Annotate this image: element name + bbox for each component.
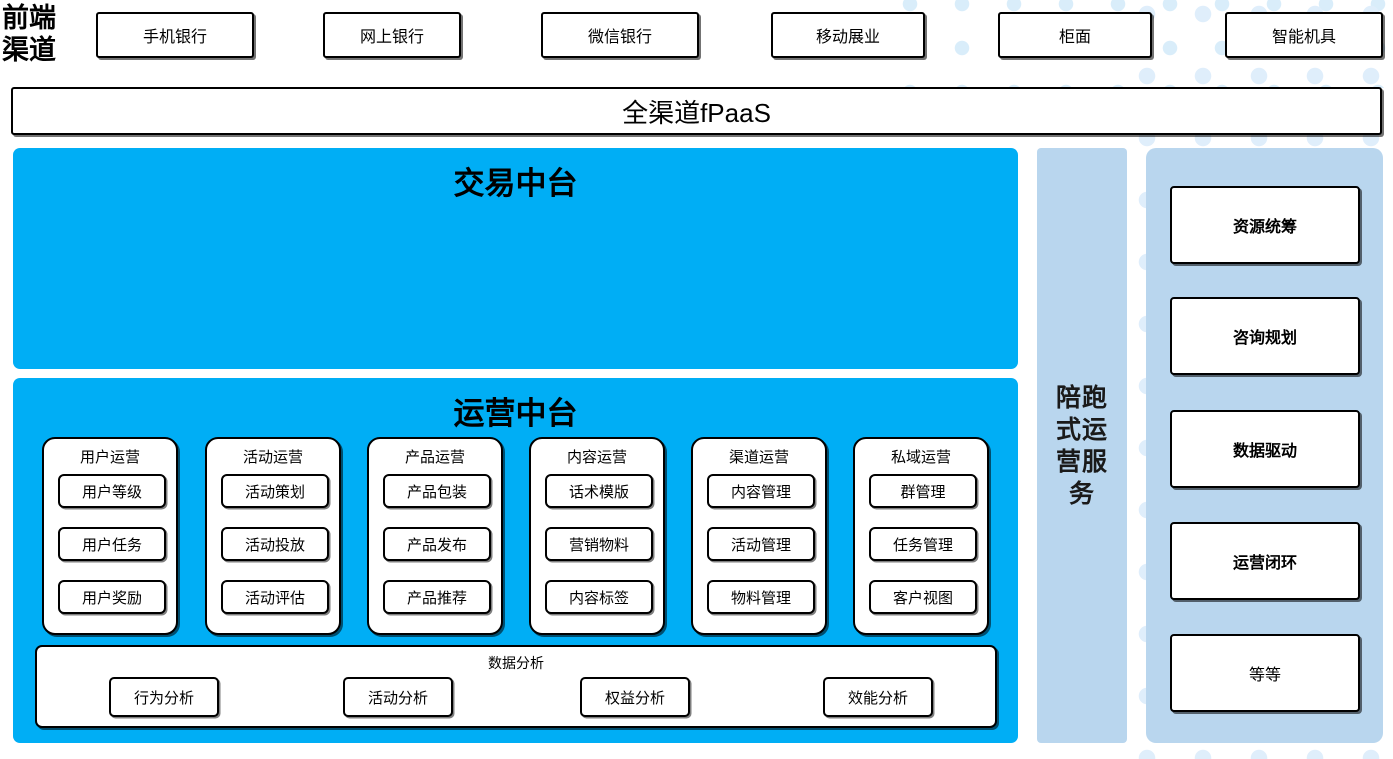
ops-column-5: 私域运营群管理任务管理客户视图 (853, 437, 989, 635)
companion-service-label: 陪跑式运营服务 (1055, 383, 1108, 508)
ops-column-title-2: 产品运营 (404, 449, 465, 466)
ops-column-title-5: 私域运营 (890, 449, 951, 466)
ops-column-4: 渠道运营内容管理活动管理物料管理 (691, 437, 827, 635)
fpaas-bar: 全渠道fPaaS (11, 87, 1382, 135)
data-analysis-container: 数据分析 行为分析 活动分析 权益分析 效能分析 (35, 645, 997, 728)
ops-item-5-0[interactable]: 群管理 (869, 474, 977, 508)
data-analysis-title: 数据分析 (488, 655, 544, 671)
data-analysis-item-3[interactable]: 效能分析 (823, 677, 933, 717)
ops-column-title-1: 活动运营 (242, 449, 303, 466)
channel-box-5[interactable]: 智能机具 (1225, 12, 1383, 58)
service-item-3[interactable]: 运营闭环 (1170, 522, 1360, 600)
ops-item-2-1[interactable]: 产品发布 (383, 527, 491, 561)
ops-item-2-0[interactable]: 产品包装 (383, 474, 491, 508)
channel-box-4[interactable]: 柜面 (998, 12, 1152, 58)
ops-item-3-1[interactable]: 营销物料 (545, 527, 653, 561)
ops-item-0-0[interactable]: 用户等级 (58, 474, 166, 508)
ops-item-5-2[interactable]: 客户视图 (869, 580, 977, 614)
ops-item-0-1[interactable]: 用户任务 (58, 527, 166, 561)
ops-item-3-2[interactable]: 内容标签 (545, 580, 653, 614)
ops-column-3: 内容运营话术模版营销物料内容标签 (529, 437, 665, 635)
ops-item-3-0[interactable]: 话术模版 (545, 474, 653, 508)
trade-center-panel: 交易中台 (13, 148, 1018, 369)
services-panel: 资源统筹咨询规划数据驱动运营闭环等等 (1146, 148, 1383, 743)
frontend-channel-label-line1: 前端 (2, 3, 56, 33)
ops-column-0: 用户运营用户等级用户任务用户奖励 (42, 437, 178, 635)
data-analysis-item-2[interactable]: 权益分析 (580, 677, 690, 717)
companion-service-panel: 陪跑式运营服务 (1037, 148, 1127, 743)
ops-item-0-2[interactable]: 用户奖励 (58, 580, 166, 614)
channel-box-1[interactable]: 网上银行 (323, 12, 461, 58)
trade-center-title: 交易中台 (453, 166, 578, 201)
channel-box-0[interactable]: 手机银行 (96, 12, 254, 58)
ops-item-4-0[interactable]: 内容管理 (707, 474, 815, 508)
ops-item-1-1[interactable]: 活动投放 (221, 527, 329, 561)
frontend-channel-label: 前端 渠道 (2, 2, 80, 70)
ops-item-1-2[interactable]: 活动评估 (221, 580, 329, 614)
ops-column-title-3: 内容运营 (566, 449, 627, 466)
data-analysis-item-0[interactable]: 行为分析 (109, 677, 219, 717)
ops-item-2-2[interactable]: 产品推荐 (383, 580, 491, 614)
frontend-channel-label-line2: 渠道 (2, 35, 56, 65)
service-item-4[interactable]: 等等 (1170, 634, 1360, 712)
ops-item-1-0[interactable]: 活动策划 (221, 474, 329, 508)
ops-column-2: 产品运营产品包装产品发布产品推荐 (367, 437, 503, 635)
ops-item-4-2[interactable]: 物料管理 (707, 580, 815, 614)
ops-column-1: 活动运营活动策划活动投放活动评估 (205, 437, 341, 635)
service-item-2[interactable]: 数据驱动 (1170, 410, 1360, 488)
channel-box-3[interactable]: 移动展业 (771, 12, 925, 58)
ops-item-4-1[interactable]: 活动管理 (707, 527, 815, 561)
ops-column-title-0: 用户运营 (79, 449, 140, 466)
ops-center-title: 运营中台 (453, 396, 578, 431)
ops-item-5-1[interactable]: 任务管理 (869, 527, 977, 561)
data-analysis-item-1[interactable]: 活动分析 (343, 677, 453, 717)
ops-column-title-4: 渠道运营 (728, 449, 789, 466)
channel-box-2[interactable]: 微信银行 (541, 12, 699, 58)
service-item-1[interactable]: 咨询规划 (1170, 297, 1360, 375)
service-item-0[interactable]: 资源统筹 (1170, 186, 1360, 264)
